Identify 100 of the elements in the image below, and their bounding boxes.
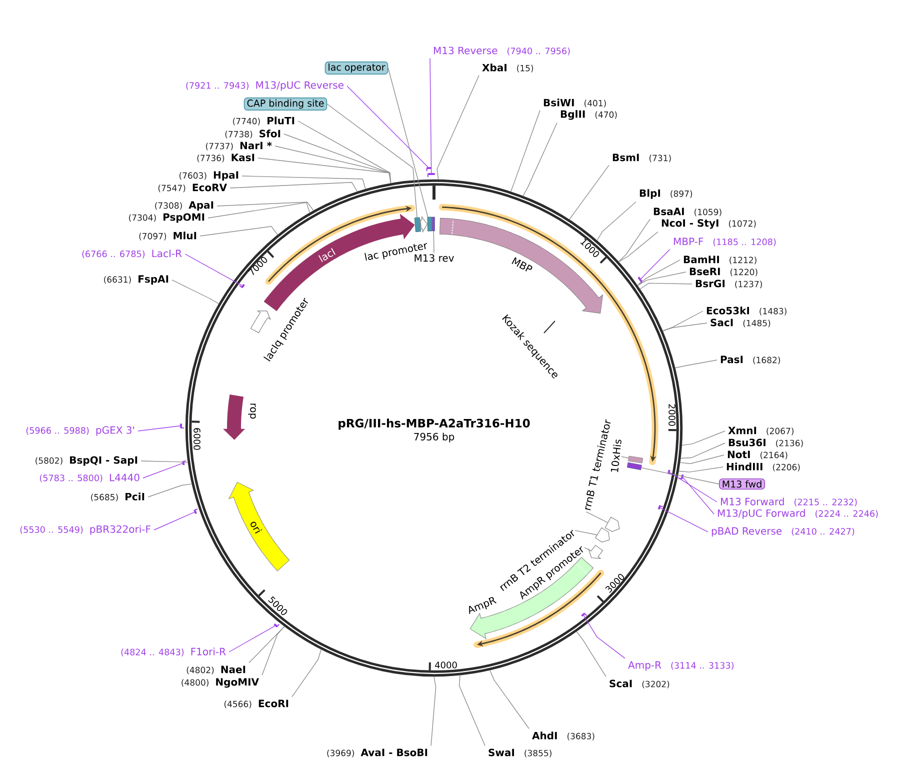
feature-tag: CAP binding site [244, 98, 328, 110]
leader-line [298, 120, 392, 184]
site-label: NcoI - StyI (1072) [662, 219, 756, 229]
leader-line [678, 466, 724, 472]
leader-line [574, 530, 598, 536]
primer-label: M13 Forward (2215 .. 2232) [721, 498, 857, 506]
leader-line [640, 282, 692, 290]
leader-line [208, 202, 310, 218]
site-label: SwaI (3855) [488, 748, 552, 758]
feature-box [628, 456, 644, 464]
feature-label: 10xHis [610, 440, 622, 472]
leader-line [586, 511, 608, 524]
site-label: (5802) BspQI - SapI [36, 456, 138, 466]
primer-mark [668, 470, 672, 475]
primer-mark [274, 623, 280, 628]
site-label: (4800) NgoMIV [182, 678, 259, 688]
gene-feature: rop [223, 394, 256, 440]
leader-line [583, 615, 626, 659]
leader-line [674, 360, 718, 368]
leader-line [138, 426, 180, 432]
site-label: BsaAI (1059) [654, 208, 722, 216]
leader-line [433, 230, 434, 254]
primer-mark [427, 172, 435, 178]
site-label: BamHI (1212) [684, 256, 756, 264]
leader-line [637, 272, 686, 286]
site-label: (7547) EcoRV [158, 184, 227, 192]
site-label: (7308) ApaI [155, 201, 214, 211]
leader-line [216, 202, 314, 211]
primer-mark [180, 424, 184, 428]
leader-line [242, 176, 366, 190]
site-label: (6631) FspAI [104, 275, 168, 285]
primer-mark [658, 505, 664, 510]
feature-tag: M13 fwd [719, 478, 765, 490]
leader-line [680, 454, 724, 464]
site-label: (7304) PspOMI [129, 213, 204, 223]
primer-mark [638, 276, 643, 284]
primer-label: pBAD Reverse (2410 .. 2427) [712, 527, 854, 537]
leader-line [258, 158, 392, 184]
leader-line [346, 86, 428, 168]
site-label: XbaI (15) [482, 64, 534, 72]
tick-label: 2000 [668, 404, 676, 426]
leader-line [682, 477, 714, 514]
feature-tag: lac operator [324, 62, 388, 74]
site-label: (5685) PciI [91, 492, 144, 502]
leader-line [662, 322, 708, 332]
site-label: (7736) KasI [197, 154, 254, 162]
primer-label: (5966 .. 5988) pGEX 3' [26, 426, 134, 436]
site-label: (3969) AvaI - BsoBI [327, 748, 428, 758]
site-label: (7738) SfoI [225, 130, 280, 138]
site-label: AhdI (3683) [532, 732, 594, 740]
leader-line [669, 472, 718, 502]
primer-label: MBP-F (1185 .. 1208) [674, 238, 776, 246]
site-label: BsiWI (401) [544, 98, 606, 108]
primer-mark [581, 612, 588, 617]
primer-label: (6766 .. 6785) LacI-R [82, 250, 182, 258]
primer-label: (4824 .. 4843) F1ori-R [121, 648, 226, 656]
leader-line [584, 547, 589, 550]
leader-line [576, 631, 606, 678]
site-label: (7097) MluI [139, 232, 196, 240]
leader-line [640, 467, 720, 484]
leader-line [228, 626, 276, 652]
leader-line [618, 218, 650, 262]
leader-line [637, 260, 680, 286]
site-label: (4566) EcoRI [224, 700, 288, 708]
leader-line [284, 134, 392, 184]
terminator-symbol [594, 527, 610, 542]
leader-line [388, 68, 428, 218]
leader-line [569, 164, 610, 220]
site-label: SacI (1485) [710, 318, 770, 328]
primer-mark [194, 508, 198, 514]
site-label: Bsu36I (2136) [728, 438, 803, 448]
leader-line [326, 104, 418, 218]
site-label: HindIII (2206) [726, 462, 800, 472]
feature-box [414, 217, 421, 232]
leader-line [142, 462, 183, 478]
leader-line [490, 670, 530, 729]
leader-line [618, 231, 658, 262]
feature-box [626, 462, 642, 470]
leader-line [522, 122, 558, 196]
site-label: (7737) NarI * [206, 142, 272, 150]
site-label: (4802) NaeI [186, 666, 246, 674]
primer-label: M13/pUC Forward (2224 .. 2246) [718, 509, 878, 519]
leader-line [430, 676, 436, 746]
tick-label: 6000 [194, 428, 200, 450]
leader-line [154, 512, 195, 530]
site-label: BseRI (1220) [690, 268, 758, 276]
leader-line [262, 626, 285, 676]
site-label: (7603) HpaI [179, 171, 238, 181]
leader-line [148, 484, 192, 498]
leader-line [436, 75, 480, 180]
terminator-symbol [604, 516, 620, 532]
primer-mark [678, 474, 684, 480]
leader-line [458, 674, 486, 746]
leader-line [621, 456, 630, 458]
leader-line [682, 430, 726, 446]
leader-line [248, 626, 285, 664]
primer-mark [182, 460, 187, 466]
leader-line [140, 460, 188, 463]
primer-mark [239, 284, 245, 288]
site-label: BsmI (731) [612, 154, 671, 162]
